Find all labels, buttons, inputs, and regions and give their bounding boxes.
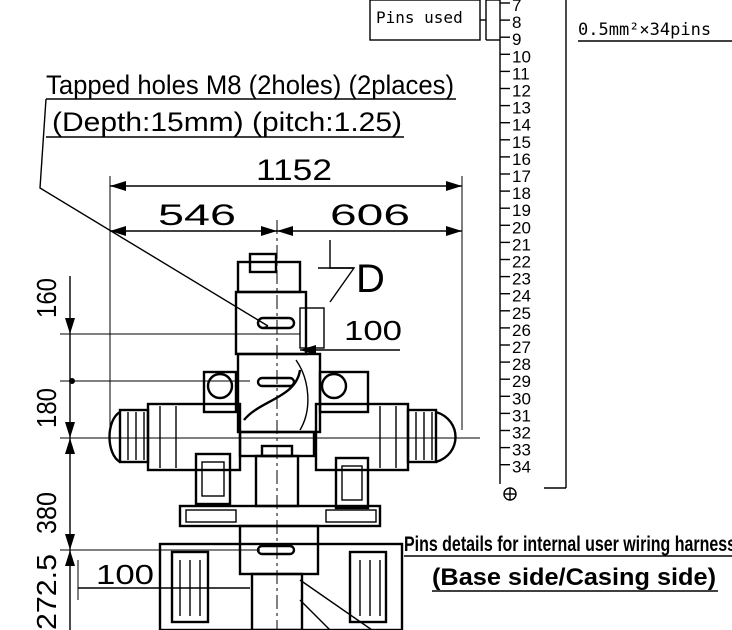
pin-number: 31 [512,406,531,425]
pin-number: 8 [512,13,521,32]
tapped-holes-note: Tapped holes M8 (2holes) (2places) [46,70,454,100]
dim-100-bottom: 100 [77,559,250,600]
robot-outline [100,220,480,630]
pin-number: 9 [512,30,521,49]
pin-number: 18 [512,184,531,203]
dim-1152: 1152 [109,154,463,430]
pin-number: 11 [512,64,530,83]
pin-number: 15 [512,133,531,152]
dim-546-606: 546 606 [110,199,462,236]
pin-number: 27 [512,338,531,357]
pin-number: 25 [512,304,531,323]
depth-pitch-note: (Depth:15mm) (pitch:1.25) [52,107,402,137]
pin-number: 20 [512,218,531,237]
dim-100-top-label: 100 [344,315,402,346]
pin-number: 34 [512,458,531,477]
dim-546-label: 546 [158,199,236,232]
pin-number: 29 [512,372,531,391]
pin-number: 10 [512,47,531,66]
dim-180-label: 180 [31,388,62,428]
pin-number: 13 [512,99,531,118]
dim-100-top: 100 [300,315,402,355]
view-marker-label: D [356,257,385,301]
pin-number: 17 [512,167,531,186]
pin-number: 26 [512,321,531,340]
dim-380-label: 380 [31,492,62,534]
pin-number: 23 [512,270,531,289]
pin-number: 16 [512,150,531,169]
motor-fins-right [379,406,433,468]
dim-272-5-label: 272.5 [31,554,62,630]
pin-number: 24 [512,287,531,306]
view-marker-d: D [318,240,385,303]
pins-used-label: Pins used [376,8,463,27]
dim-1152-label: 1152 [256,154,332,187]
cable-spec-label: 0.5mm²×34pins [578,20,711,40]
pin-number: 32 [512,424,531,443]
pin-number: 22 [512,253,531,272]
pin-number: 14 [512,116,531,135]
pin-number: 30 [512,389,531,408]
pin-number: 33 [512,441,531,460]
ground-symbol [503,487,517,501]
pin-number-list: 7891011121314151617181920212223242526272… [500,0,531,477]
pin-ladder: 7891011121314151617181920212223242526272… [499,0,567,501]
pin-number: 7 [512,0,521,15]
dim-606-label: 606 [330,199,410,232]
pins-details-title: Pins details for internal user wiring ha… [404,533,732,556]
pin-number: 19 [512,201,531,220]
pin-number: 12 [512,82,531,101]
vertical-dims: 160 180 380 272.5 [31,276,480,630]
pin-number: 28 [512,355,531,374]
pin-number: 21 [512,235,531,254]
pins-used-box: Pins used [369,0,500,41]
motor-fins-left [127,406,177,468]
dim-160-label: 160 [31,278,62,318]
dim-100-bottom-label: 100 [96,559,154,590]
base-casing-subtitle: (Base side/Casing side) [432,564,716,591]
